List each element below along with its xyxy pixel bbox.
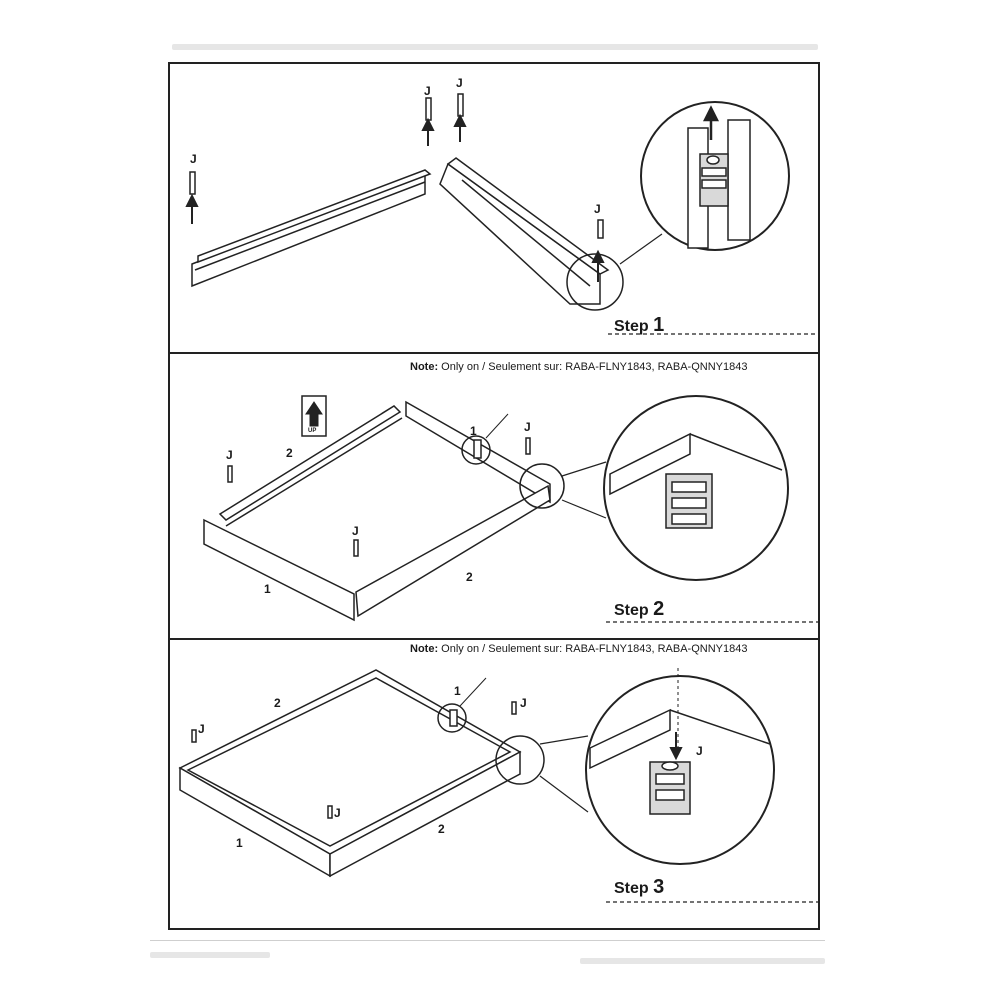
step-1-title: Step 1 <box>614 314 664 337</box>
note-text: Only on / Seulement sur: RABA-FLNY1843, … <box>441 643 748 655</box>
part-label-2b: 2 <box>466 570 473 584</box>
step-3-note: Note: Only on / Seulement sur: RABA-FLNY… <box>410 643 747 655</box>
step-3-title: Step 3 <box>614 876 664 899</box>
bolt-label-c: J <box>524 420 531 434</box>
faded-header-text <box>172 44 818 50</box>
bolt-label-a: J <box>198 722 205 736</box>
bolt-label-a: J <box>226 448 233 462</box>
step-number: 1 <box>653 314 665 336</box>
part-label-1: 1 <box>454 684 461 698</box>
right-rail <box>439 162 601 305</box>
step-label: Step <box>614 880 649 897</box>
footer-rule <box>150 940 825 941</box>
bolt-j-3 <box>457 93 464 117</box>
right-front-rail <box>355 484 551 618</box>
bolt-label-c: J <box>334 806 341 820</box>
up-label: UP <box>308 428 317 434</box>
front-rail <box>203 518 355 622</box>
bolt-j-2 <box>425 97 432 121</box>
faded-footer-right <box>580 958 825 964</box>
slat-marker <box>461 435 491 465</box>
step-number: 2 <box>653 598 665 620</box>
part-label-1: 1 <box>470 424 477 438</box>
bolt-j-b <box>353 539 359 557</box>
bolt-j-4 <box>597 219 604 239</box>
bolt-j-1 <box>189 171 196 195</box>
back-rail <box>218 405 402 521</box>
bolt-j-b <box>511 701 517 715</box>
step-2-panel: Note: Only on / Seulement sur: RABA-FLNY… <box>168 352 820 640</box>
bolt-label-2: J <box>424 84 431 98</box>
step-1-illustration <box>185 93 818 335</box>
center-slat <box>473 439 482 459</box>
part-label-1b: 1 <box>236 836 243 850</box>
step-label: Step <box>614 602 649 619</box>
bolt-label-detail: J <box>696 744 703 758</box>
step-2-illustration <box>203 395 818 623</box>
step-3-illustration <box>178 668 818 903</box>
bolt-label-b: J <box>520 696 527 710</box>
zoom-marker <box>566 253 624 311</box>
note-text: Only on / Seulement sur: RABA-FLNY1843, … <box>441 361 748 373</box>
part-label-1b: 1 <box>264 582 271 596</box>
zoom-marker <box>519 463 565 509</box>
step-2-note: Note: Only on / Seulement sur: RABA-FLNY… <box>410 361 747 373</box>
bolt-j-c <box>525 437 531 455</box>
step-label: Step <box>614 318 649 335</box>
faded-footer-left <box>150 952 270 958</box>
bolt-label-3: J <box>456 76 463 90</box>
slat-marker <box>437 703 467 733</box>
bolt-j-c <box>327 805 333 819</box>
step-1-panel: J J J J Step 1 <box>168 62 820 354</box>
left-rail <box>191 172 426 288</box>
center-slat <box>449 709 458 727</box>
step-number: 3 <box>653 876 665 898</box>
bolt-label-4: J <box>594 202 601 216</box>
bolt-label-1: J <box>190 152 197 166</box>
note-prefix: Note: <box>410 361 439 373</box>
note-prefix: Note: <box>410 643 439 655</box>
step-3-panel: Note: Only on / Seulement sur: RABA-FLNY… <box>168 638 820 930</box>
frame-side <box>329 750 521 878</box>
step-2-title: Step 2 <box>614 598 664 621</box>
bolt-j-a <box>191 729 197 743</box>
part-label-2: 2 <box>274 696 281 710</box>
part-label-2b: 2 <box>438 822 445 836</box>
bolt-j-a <box>227 465 233 483</box>
zoom-marker <box>495 735 545 785</box>
bolt-label-b: J <box>352 524 359 538</box>
part-label-2: 2 <box>286 446 293 460</box>
